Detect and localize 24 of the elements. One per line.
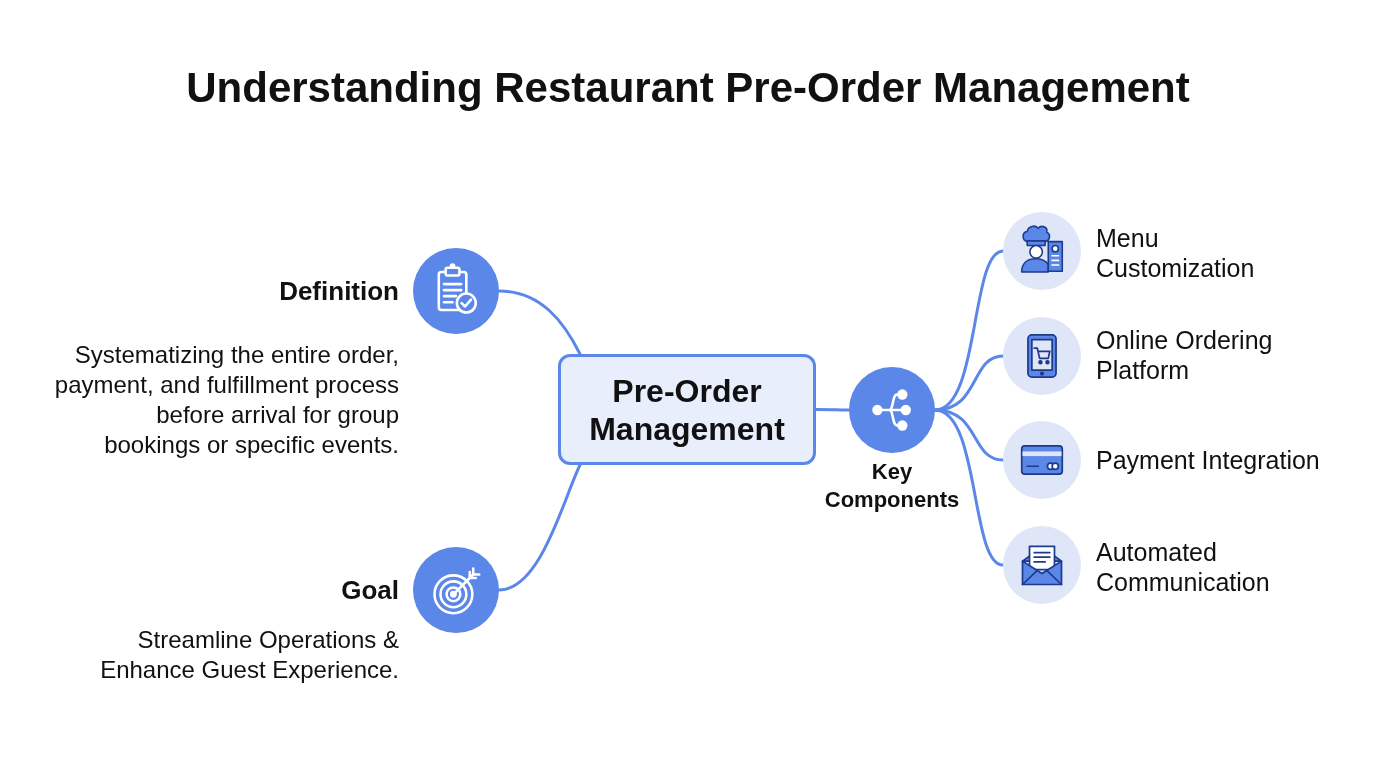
envelope-letter-icon — [1003, 526, 1081, 604]
component-label: Menu Customization — [1096, 223, 1256, 283]
diagram-title: Understanding Restaurant Pre-Order Management — [186, 63, 1190, 113]
section-description: Systematizing the entire order, payment, and fulfillment process before arrival for group bookings or specific events. — [54, 340, 399, 460]
section-heading: Definition — [278, 275, 399, 308]
connector-line — [814, 408, 851, 412]
topic-box — [558, 354, 816, 465]
topic-title: Pre-Order Management — [588, 371, 786, 448]
connector-line — [497, 289, 582, 356]
branching-nodes-icon — [849, 367, 935, 453]
target-icon — [413, 547, 499, 633]
clipboard-check-icon — [413, 248, 499, 334]
connector-line — [933, 408, 1005, 567]
connector-line — [497, 463, 582, 592]
component-label: Automated Communication — [1096, 537, 1271, 597]
connector-line — [933, 354, 1005, 412]
tablet-cart-icon — [1003, 317, 1081, 395]
node-label: Key Components — [823, 458, 961, 514]
component-label: Online Ordering Platform — [1096, 325, 1274, 385]
chef-menu-icon — [1003, 212, 1081, 290]
credit-card-icon — [1003, 421, 1081, 499]
component-label: Payment Integration — [1096, 445, 1321, 475]
section-description: Streamline Operations & Enhance Guest Experience. — [99, 625, 399, 685]
section-heading: Goal — [340, 574, 399, 607]
